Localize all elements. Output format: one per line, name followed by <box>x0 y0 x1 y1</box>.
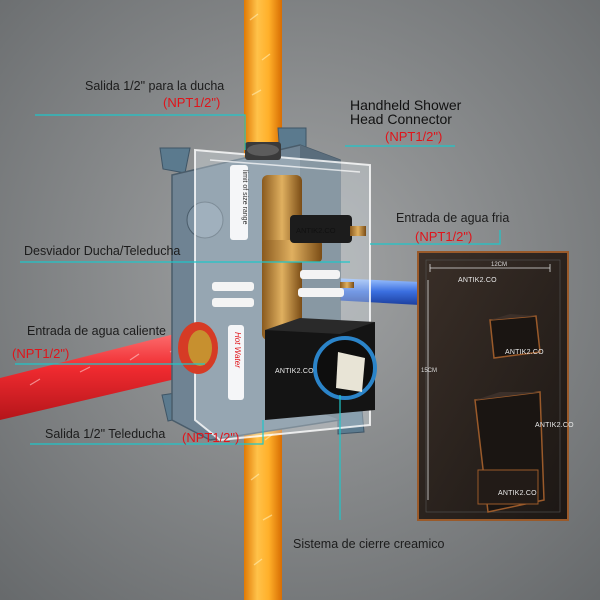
label-entrada-fria-npt: (NPT1/2") <box>415 229 473 244</box>
label-salida-ducha: Salida 1/2" para la ducha <box>85 79 225 93</box>
brand-plate-knob: ANTIK2.CO <box>505 349 544 356</box>
label-handheld-line2: Head Connector <box>350 111 452 127</box>
dimension-height: 15CM <box>421 368 438 374</box>
label-handheld-line1: Handheld Shower <box>350 97 462 113</box>
label-salida-teleducha: Salida 1/2" Teleducha <box>45 427 166 441</box>
label-entrada-fria: Entrada de agua fria <box>396 211 510 225</box>
label-desviador: Desviador Ducha/Teleducha <box>24 244 181 258</box>
label-handheld-npt: (NPT1/2") <box>385 129 443 144</box>
label-entrada-caliente-npt: (NPT1/2") <box>12 346 70 361</box>
label-salida-ducha-npt: (NPT1/2") <box>163 95 221 110</box>
brand-plate-bottom: ANTIK2.CO <box>498 490 537 497</box>
box-hot-water: Hot Water <box>233 332 242 368</box>
box-limit-text: limit of size range <box>241 170 248 225</box>
label-salida-teleducha-npt: (NPT1/2") <box>182 430 240 445</box>
dimension-width: 12CM <box>491 262 508 268</box>
brand-valve-front: ANTIK2.CO <box>275 368 314 375</box>
brand-plate-right: ANTIK2.CO <box>535 422 574 429</box>
brand-valve-top: ANTIK2.CO <box>296 226 336 235</box>
brand-plate-top: ANTIK2.CO <box>458 277 497 284</box>
label-entrada-caliente: Entrada de agua caliente <box>27 324 166 338</box>
label-sistema-cierre: Sistema de cierre creamico <box>293 537 445 551</box>
